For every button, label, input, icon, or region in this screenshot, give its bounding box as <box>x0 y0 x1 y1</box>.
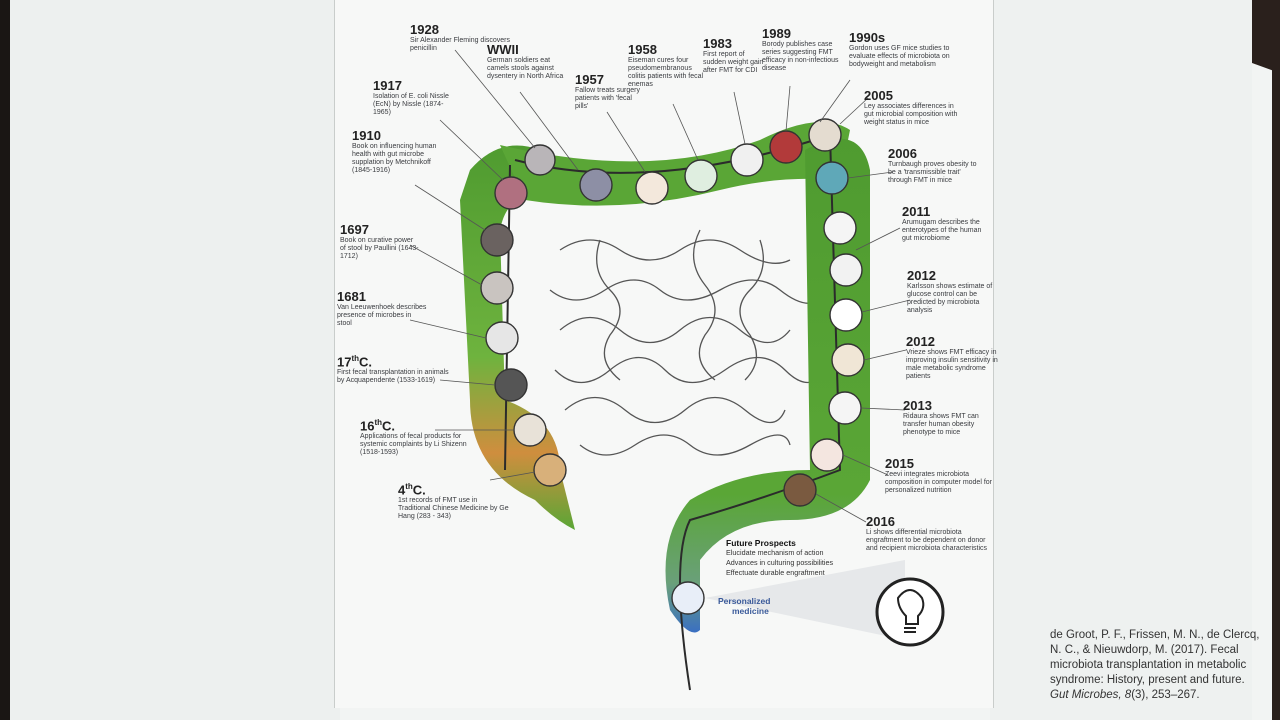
timeline-marker <box>480 271 514 305</box>
timeline-marker <box>808 118 842 152</box>
event-1910: 1910 Book on influencing human health wi… <box>352 128 437 174</box>
timeline-marker <box>829 253 863 287</box>
citation-reference: de Groot, P. F., Frissen, M. N., de Cler… <box>1050 629 1260 701</box>
timeline-marker <box>494 176 528 210</box>
lightbulb-badge <box>875 577 945 647</box>
timeline-markers <box>480 118 865 615</box>
event-4th-century: 4thC. 1st records of FMT use in Traditio… <box>398 482 509 521</box>
event-1917: 1917 Isolation of E. coli Nissle (EcN) b… <box>373 78 449 116</box>
lightbulb-icon <box>896 589 925 633</box>
event-2006: 2006 Turnbaugh proves obesity to be a 't… <box>888 146 977 184</box>
leader-lines <box>409 49 911 523</box>
event-2012-vrieze: 2012 Vrieze shows FMT efficacy in improv… <box>906 334 998 380</box>
timeline-marker <box>480 223 514 257</box>
timeline-marker <box>810 438 844 472</box>
timeline-marker <box>815 161 849 195</box>
event-wwii: WWII German soldiers eat camels stools a… <box>487 42 564 80</box>
timeline-marker <box>579 168 613 202</box>
event-2005: 2005 Ley associates differences in gut m… <box>864 88 958 126</box>
timeline-marker <box>513 413 547 447</box>
timeline-marker <box>730 143 764 177</box>
small-intestine <box>549 229 826 456</box>
event-1681: 1681 Van Leeuwenhoek describes presence … <box>337 289 427 327</box>
event-1983: 1983 First report of sudden weight gain … <box>703 36 764 74</box>
callout-cone <box>705 560 905 640</box>
timeline-marker <box>783 473 817 507</box>
timeline-marker <box>533 453 567 487</box>
event-1928: 1928 Sir Alexander Fleming discovers pen… <box>410 22 510 52</box>
event-2011: 2011 Arumugam describes the enterotypes … <box>902 204 982 242</box>
slide-right-margin <box>990 0 1252 720</box>
event-16th-century: 16thC. Applications of fecal products fo… <box>360 418 467 457</box>
timeline-marker <box>671 581 705 615</box>
event-1697: 1697 Book on curative power of stool by … <box>340 222 419 260</box>
timeline-marker <box>829 298 863 332</box>
personalized-medicine-label: Personalized medicine <box>718 596 771 616</box>
timeline-marker <box>769 130 803 164</box>
event-1958: 1958 Eiseman cures four pseudomembranous… <box>628 42 704 88</box>
timeline-marker <box>485 321 519 355</box>
event-2015: 2015 Zeevi integrates microbiota composi… <box>885 456 992 494</box>
event-1990s: 1990s Gordon uses GF mice studies to eva… <box>849 30 950 68</box>
timeline-marker <box>635 171 669 205</box>
timeline-marker <box>684 159 718 193</box>
slide-left-margin <box>10 0 340 720</box>
future-prospects: Future Prospects Elucidate mechanism of … <box>726 538 834 577</box>
timeline-marker <box>828 391 862 425</box>
timeline-marker <box>494 368 528 402</box>
timeline-marker <box>831 343 865 377</box>
event-17th-century: 17thC. First fecal transplantation in an… <box>337 354 449 385</box>
event-2016: 2016 Li shows differential microbiota en… <box>866 514 987 552</box>
event-2013: 2013 Ridaura shows FMT can transfer huma… <box>903 398 979 436</box>
colon-right <box>665 138 870 633</box>
timeline-marker <box>524 144 556 176</box>
event-1989: 1989 Borody publishes case series sugges… <box>762 26 839 72</box>
event-2012-karlsson: 2012 Karlsson shows estimate of glucose … <box>907 268 993 314</box>
timeline-marker <box>823 211 857 245</box>
event-1957: 1957 Fallow treats surgery patients with… <box>575 72 640 110</box>
